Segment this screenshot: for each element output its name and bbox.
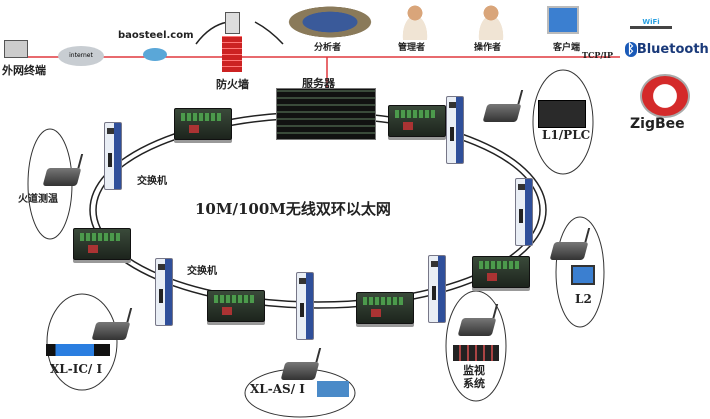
switch-label: 交换机 xyxy=(187,266,217,277)
external-terminal-label: 外网终端 xyxy=(2,64,46,77)
bluetooth-icon: ᛒ xyxy=(625,42,637,57)
manager-label: 管理者 xyxy=(398,43,426,53)
switch-icon xyxy=(155,258,173,326)
internet-cloud: internet xyxy=(58,46,104,66)
wireless-ap-icon xyxy=(280,362,320,380)
server-rack-icon xyxy=(276,88,376,140)
analyst-label: 分析者 xyxy=(314,43,342,53)
switch-icon xyxy=(104,122,122,190)
firewall-icon xyxy=(222,36,242,72)
switch-icon xyxy=(296,272,314,340)
bluetooth-text: Bluetooth xyxy=(636,42,709,57)
firewall-label: 防火墙 xyxy=(216,78,249,91)
switch-label: 交换机 xyxy=(137,176,167,187)
wireless-ap-icon xyxy=(457,318,497,336)
xl-ic-label: XL-IC/ Ⅰ xyxy=(50,362,103,376)
wireless-ap-icon xyxy=(91,322,131,340)
wireless-ap-icon xyxy=(482,104,522,122)
laptop-icon xyxy=(571,265,595,285)
domain-label: baosteel.com xyxy=(118,30,194,41)
io-module xyxy=(356,292,414,324)
xl-as-label: XL-AS/ Ⅰ xyxy=(250,382,305,396)
io-module xyxy=(73,228,131,260)
monitor-system-label: 监视系统 xyxy=(463,364,485,390)
plc-icon xyxy=(538,100,586,128)
wireless-ap-icon xyxy=(42,168,82,186)
zigbee-icon xyxy=(640,74,690,118)
io-module xyxy=(388,105,446,137)
xl-ic-device-icon xyxy=(46,344,110,356)
operator-label: 操作者 xyxy=(474,43,502,53)
flue-temp-label: 火道测温 xyxy=(18,194,58,205)
zigbee-logo: ZigBee xyxy=(630,116,685,132)
ring-title: 10M/100M无线双环以太网 xyxy=(195,200,391,218)
client-label: 客户端 xyxy=(553,43,581,53)
server-label: 服务器 xyxy=(302,77,335,90)
manager-image xyxy=(396,4,434,40)
protocol-label: TCP/IP xyxy=(582,50,614,60)
l1-plc-label: L1/PLC xyxy=(542,128,591,142)
arrow-out xyxy=(254,21,284,45)
l2-label: L2 xyxy=(575,292,592,306)
wireless-ap-icon xyxy=(549,242,589,260)
switch-icon xyxy=(428,255,446,323)
client-computer-icon xyxy=(547,6,579,34)
laptop-icon xyxy=(4,40,28,58)
monitor-screens-icon xyxy=(453,345,499,361)
io-module xyxy=(472,256,530,288)
analyst-image xyxy=(282,4,378,40)
switch-icon xyxy=(515,178,533,246)
wifi-logo: WiFi xyxy=(630,18,672,29)
operator-image xyxy=(472,4,510,40)
io-module xyxy=(174,108,232,140)
io-module xyxy=(207,290,265,322)
switch-icon xyxy=(446,96,464,164)
server-tower-icon xyxy=(225,12,240,34)
xl-as-screen-icon xyxy=(317,381,349,397)
router-icon xyxy=(143,48,167,61)
